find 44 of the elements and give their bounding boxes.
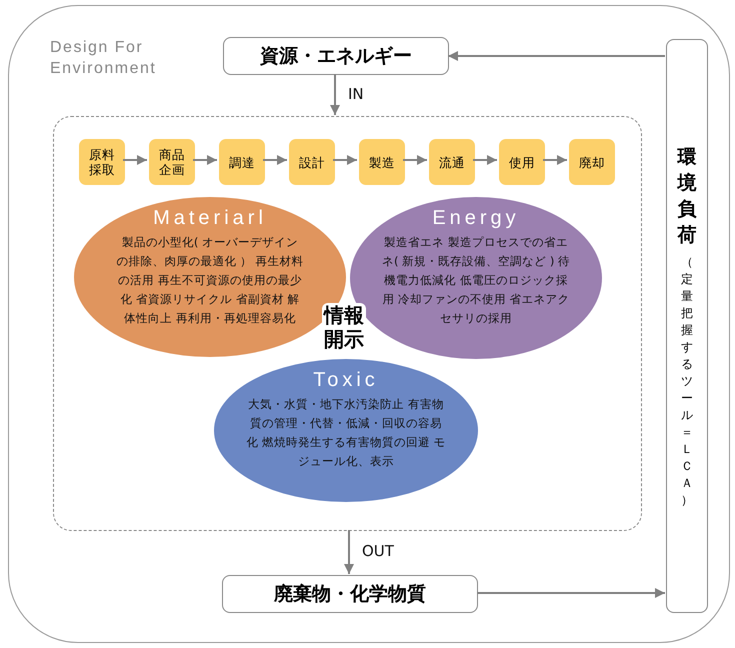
step-label: 流通 — [439, 154, 465, 170]
rounded-box — [222, 575, 478, 613]
arrow — [123, 155, 147, 165]
arrow — [263, 155, 287, 165]
arrow — [403, 155, 427, 165]
region-title: Toxic — [313, 369, 379, 392]
dashed-region — [53, 116, 642, 531]
step-label: 使用 — [509, 154, 535, 170]
arrow — [477, 588, 665, 598]
process-step — [79, 139, 125, 185]
region-title: Materiarl — [153, 207, 267, 230]
rounded-box — [223, 37, 449, 75]
step-label: 廃却 — [579, 154, 605, 170]
process-step — [359, 139, 405, 185]
arrow — [543, 155, 567, 165]
center-label: 情報開示 — [322, 303, 366, 351]
arrow — [473, 155, 497, 165]
step-label: 原料採取 — [88, 147, 116, 177]
step-label: 設計 — [299, 154, 325, 170]
box-title: 資源・エネルギー — [260, 44, 412, 69]
region-description: 製品の小型化( オーバーデザインの排除、肉厚の最適化 ） 再生材料の活用 再生不可資源の使用の最少化 省資源リサイクル 省副資材 解体性向上 再利用・再処理容易化 — [116, 234, 304, 327]
region-description: 大気・水質・地下水汚染防止 有害物質の管理・代替・低減・回収の容易化 燃焼時発生する有害物質の回避 モジュール化、表示 — [246, 396, 446, 470]
diagram-heading: Design For Environment — [50, 38, 158, 79]
step-label: 製造 — [369, 154, 395, 170]
process-step — [429, 139, 475, 185]
vertical-band — [666, 39, 708, 613]
outer-frame — [8, 5, 730, 643]
arrow — [448, 51, 665, 61]
region-title: Energy — [432, 207, 520, 230]
process-step — [289, 139, 335, 185]
band-title: 環境負荷 — [677, 144, 697, 248]
box-title: 廃棄物・化学物質 — [274, 582, 426, 607]
band-subtitle: （定量把握するツール＝ＬＣＡ） — [680, 254, 694, 508]
arrow — [330, 74, 340, 115]
arrow — [193, 155, 217, 165]
step-label: 商品企画 — [158, 147, 186, 177]
process-step — [149, 139, 195, 185]
process-step — [569, 139, 615, 185]
arrow — [333, 155, 357, 165]
process-step — [219, 139, 265, 185]
arrow — [344, 530, 354, 574]
step-label: 調達 — [229, 154, 255, 170]
process-step — [499, 139, 545, 185]
region-description: 製造省エネ 製造プロセスでの省エネ( 新規・既存設備、空調など ) 待機電力低減化 低電圧のロジック採用 冷却ファンの不使用 省エネアクセサリの採用 — [382, 234, 570, 327]
